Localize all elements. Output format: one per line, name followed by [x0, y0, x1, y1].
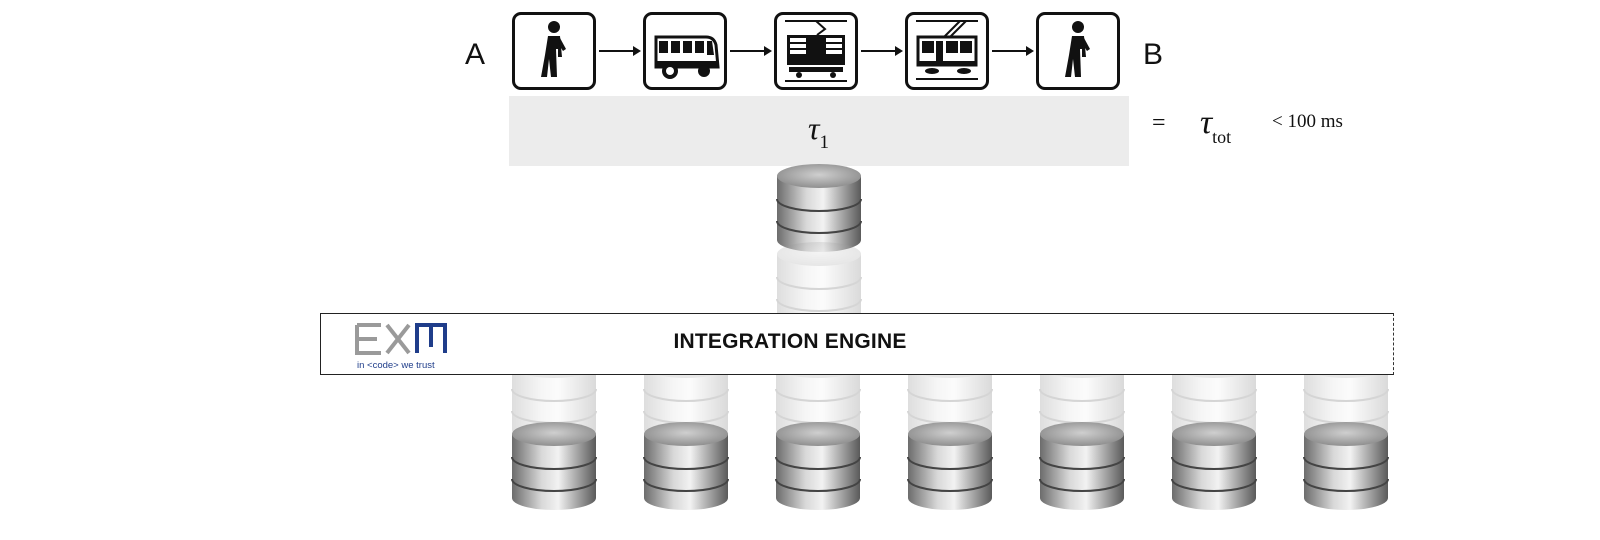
pedestrian-icon — [1065, 21, 1090, 77]
pedestrian-icon — [541, 21, 566, 77]
database-icon — [1302, 420, 1390, 512]
total-time-symbol: τ — [1200, 104, 1213, 141]
logo-tagline: in <code> we trust — [357, 360, 435, 371]
total-time-subscript: tot — [1212, 127, 1232, 147]
engine-title: INTEGRATION ENGINE — [673, 330, 907, 353]
database-icon — [1038, 420, 1126, 512]
bus-icon — [654, 35, 720, 79]
integration-engine-bar — [320, 313, 1394, 375]
step-arrow — [730, 44, 772, 58]
database-icon — [510, 420, 598, 512]
journey-step-tram — [905, 12, 989, 90]
exm-logo — [355, 321, 449, 362]
segment-time-symbol: τ — [808, 110, 820, 146]
start-label: A — [465, 38, 486, 71]
step-arrow — [992, 44, 1034, 58]
total-time: τtot — [1200, 104, 1231, 147]
time-constraint: < 100 ms — [1272, 111, 1343, 132]
database-icon — [775, 162, 863, 254]
database-icon — [642, 420, 730, 512]
equals-sign: = — [1152, 110, 1166, 136]
database-icon — [774, 420, 862, 512]
segment-time: τ1 — [808, 110, 829, 153]
journey-step-train — [774, 12, 858, 90]
segment-highlight — [509, 96, 1129, 166]
database-icon — [1170, 420, 1258, 512]
database-reflection — [775, 240, 863, 332]
database-icon — [906, 420, 994, 512]
segment-time-subscript: 1 — [819, 132, 829, 153]
train-icon — [785, 20, 847, 82]
journey-step-walk — [512, 12, 596, 90]
journey-step-walk — [1036, 12, 1120, 90]
tram-icon — [916, 20, 978, 80]
end-label: B — [1143, 38, 1164, 71]
journey-step-bus — [643, 12, 727, 90]
step-arrow — [861, 44, 903, 58]
step-arrow — [599, 44, 641, 58]
